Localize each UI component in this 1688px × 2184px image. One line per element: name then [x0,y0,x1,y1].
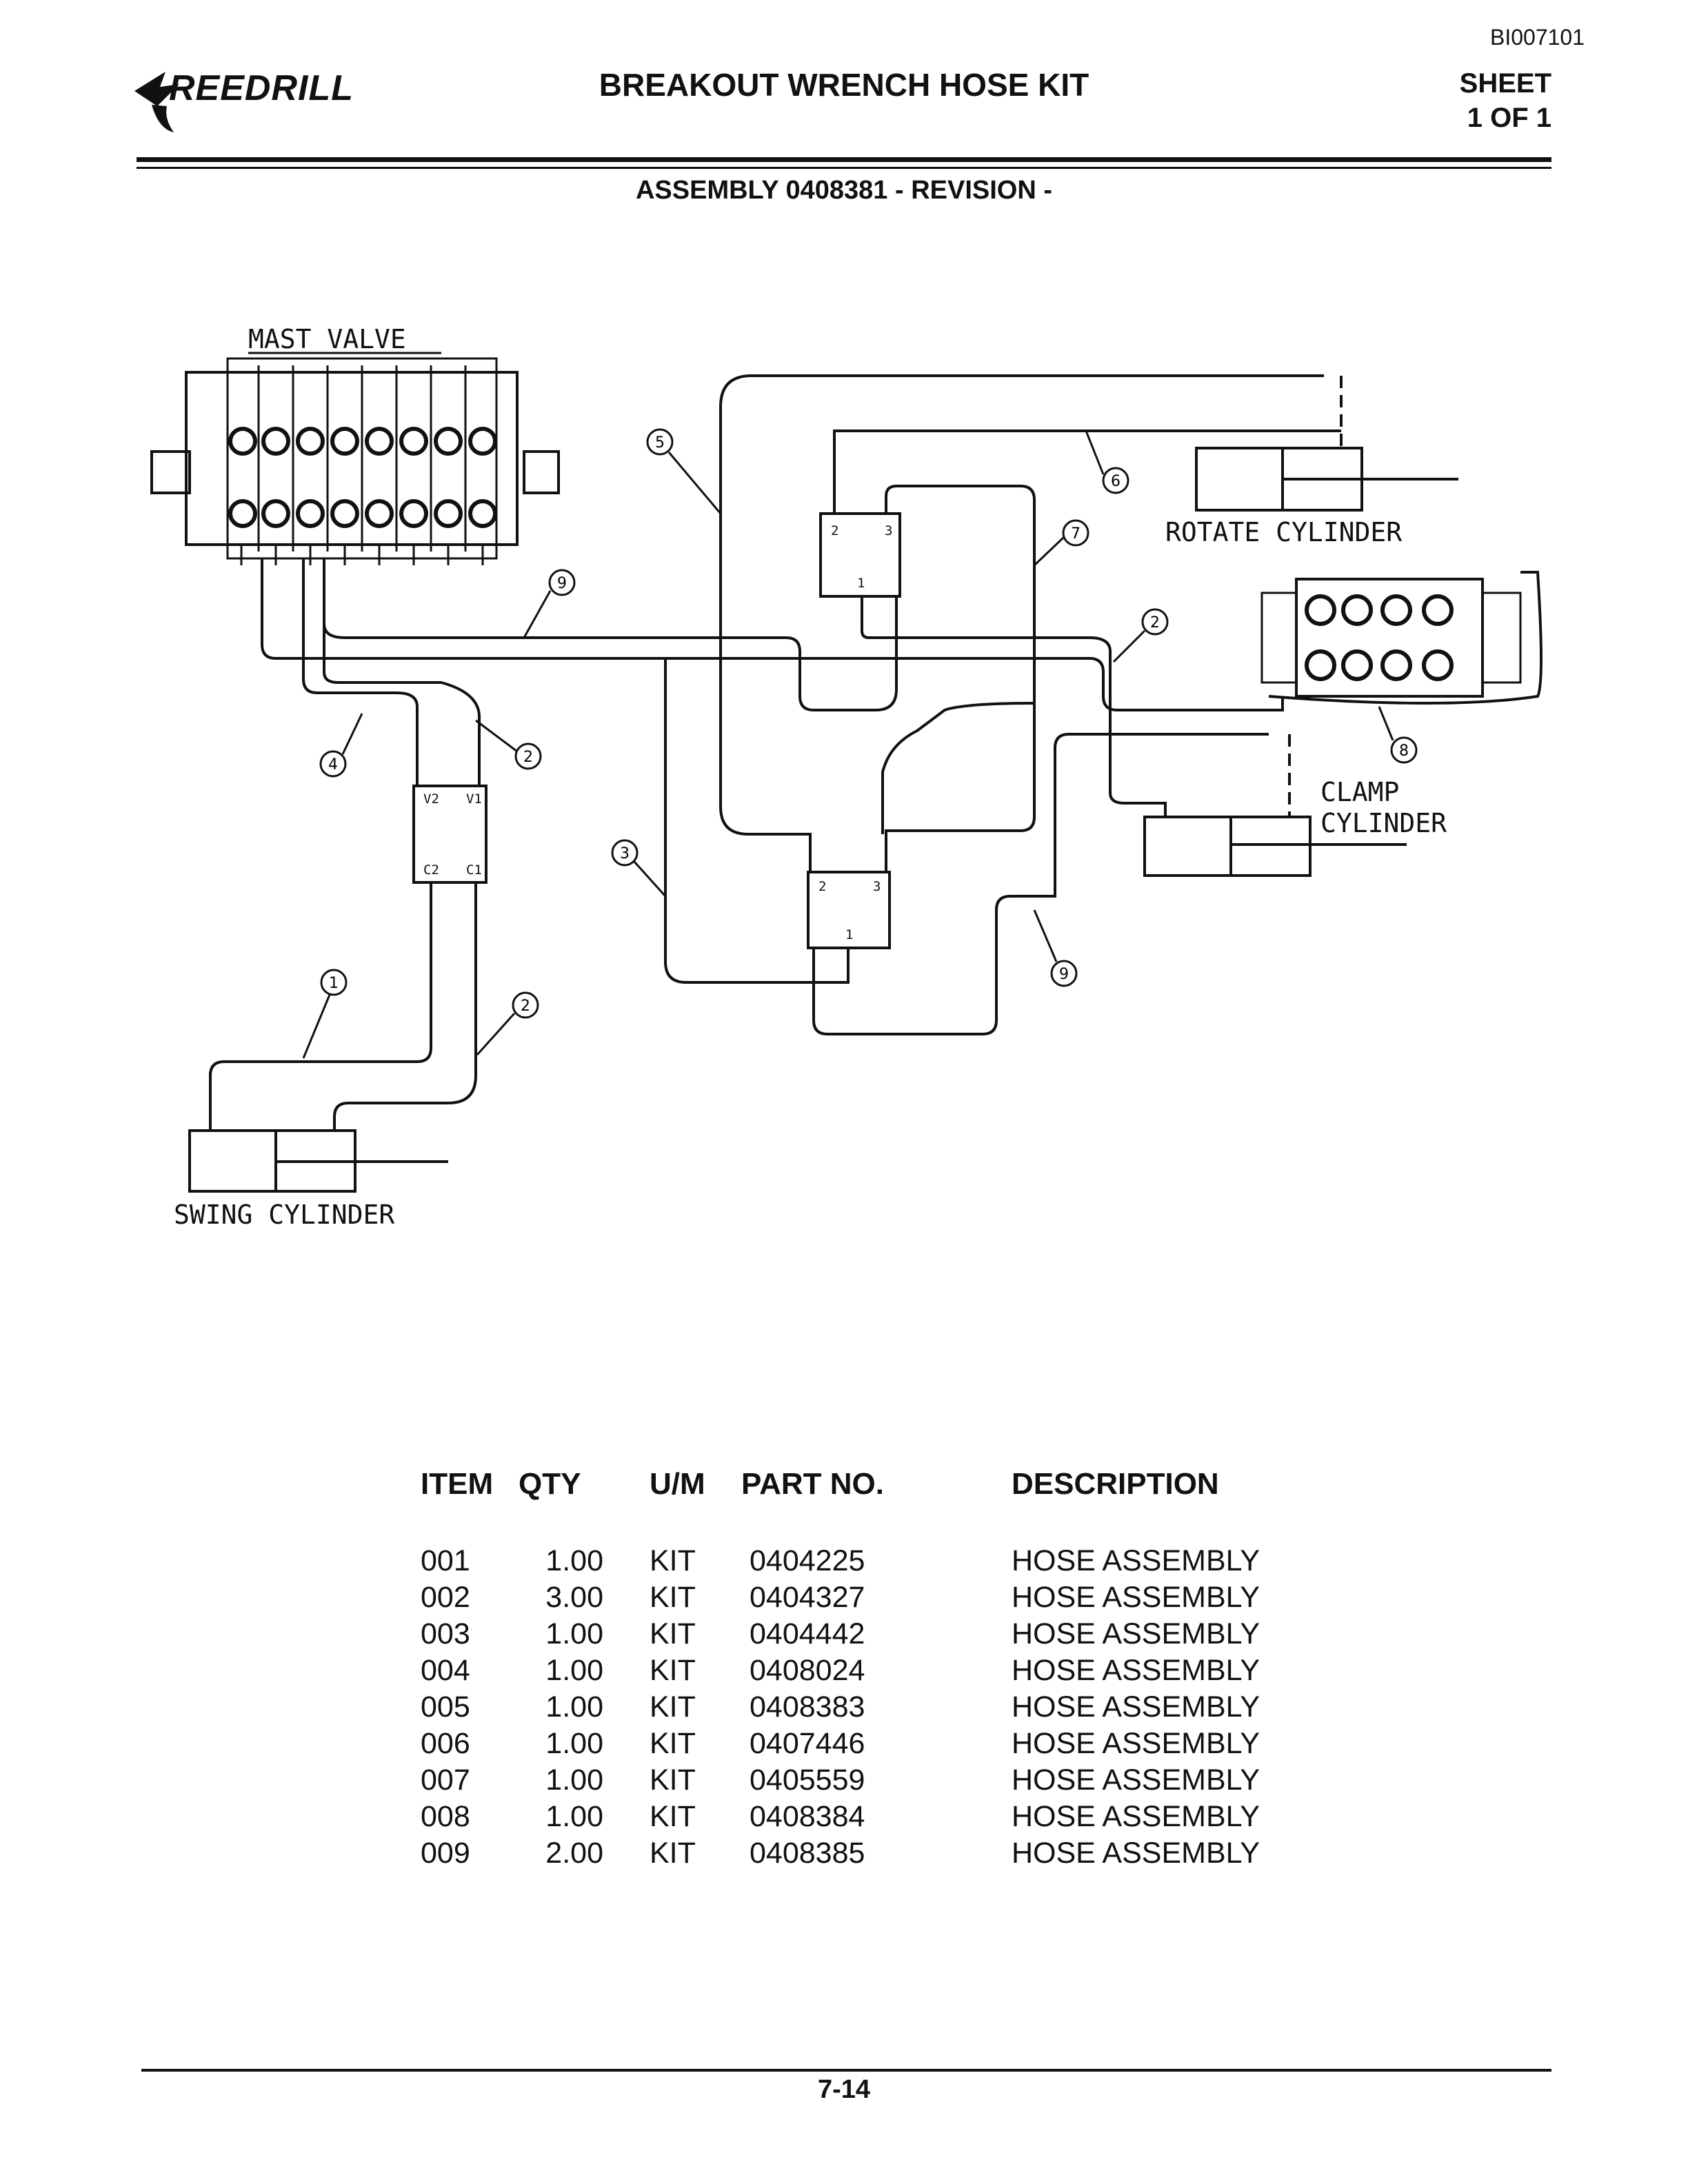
clamp-cylinder-label-1: CLAMP [1320,777,1399,807]
svg-text:3: 3 [873,879,881,894]
callouts: 1 2 2 2 3 4 5 [302,428,1418,1059]
header-description: DESCRIPTION [1012,1467,1219,1501]
svg-text:7: 7 [1071,525,1081,543]
callout-4: 4 [319,713,363,778]
counterbalance-valve: V2 V1 C2 C1 [412,785,488,884]
callout-2a: 2 [475,719,542,770]
rotate-cylinder-label: ROTATE CYLINDER [1165,517,1402,547]
port-v1: V1 [466,791,482,807]
clamp-cylinder [1143,816,1407,877]
table-row: 006 1.00 KIT 0407446 HOSE ASSEMBLY [421,1727,1260,1760]
document-code: BI007101 [1489,25,1585,50]
svg-text:8: 8 [1399,742,1409,760]
callout-6: 6 [1085,430,1129,494]
callout-1: 1 [302,969,348,1059]
parts-list: ITEM QTY U/M PART NO. DESCRIPTION 001 1.… [421,1467,1386,1873]
shuttle-valve-lower: 2 3 1 [807,871,891,949]
sheet-label: SHEET [1459,68,1551,99]
svg-text:1: 1 [845,927,853,942]
table-row: 003 1.00 KIT 0404442 HOSE ASSEMBLY [421,1617,1260,1650]
callout-9b: 9 [1033,909,1078,987]
port-c2: C2 [423,862,439,878]
header-part-no: PART NO. [741,1467,884,1501]
svg-text:2: 2 [831,523,838,538]
clamp-cylinder-label-2: CYLINDER [1320,808,1447,838]
rotate-cylinder [1195,447,1458,512]
header-qty: QTY [519,1467,581,1501]
footer-rule [141,2069,1551,2072]
brand-name: REEDRILL [169,68,354,108]
svg-text:9: 9 [557,575,567,592]
callout-2c: 2 [1112,608,1169,663]
header-item: ITEM [421,1467,494,1501]
assembly-line: ASSEMBLY 0408381 - REVISION - [635,176,1053,205]
callout-8: 8 [1378,706,1418,764]
table-row: 005 1.00 KIT 0408383 HOSE ASSEMBLY [421,1690,1260,1723]
shuttle-valve-upper: 2 3 1 [819,512,901,598]
swing-cylinder-label: SWING CYLINDER [174,1200,394,1230]
svg-text:4: 4 [328,756,338,774]
table-row: 008 1.00 KIT 0408384 HOSE ASSEMBLY [421,1800,1260,1833]
callout-5: 5 [646,428,722,514]
page-number: 7-14 [817,2075,871,2104]
svg-text:3: 3 [620,845,630,862]
svg-text:3: 3 [885,523,892,538]
table-row: 004 1.00 KIT 0408024 HOSE ASSEMBLY [421,1654,1260,1687]
svg-text:2: 2 [521,998,530,1015]
svg-text:6: 6 [1111,473,1121,490]
svg-text:9: 9 [1059,966,1069,983]
mast-valve-label: MAST VALVE [248,324,406,354]
port-c1: C1 [466,862,482,878]
callout-9a: 9 [523,569,576,638]
header-rule-thick [137,157,1551,162]
svg-text:2: 2 [818,879,826,894]
table-row: 002 3.00 KIT 0404327 HOSE ASSEMBLY [421,1581,1260,1614]
header-rule-thin [137,167,1551,169]
reedrill-logo [134,72,179,132]
callout-2b: 2 [476,991,539,1056]
svg-text:2: 2 [1150,614,1160,631]
table-row: 009 2.00 KIT 0408385 HOSE ASSEMBLY [421,1837,1260,1870]
swing-cylinder [188,1129,448,1193]
callout-3: 3 [611,839,667,898]
svg-text:5: 5 [655,434,665,452]
svg-text:2: 2 [523,749,533,766]
table-row: 007 1.00 KIT 0405559 HOSE ASSEMBLY [421,1763,1260,1797]
svg-text:1: 1 [857,576,865,591]
callout-7: 7 [1033,519,1089,567]
page-title: BREAKOUT WRENCH HOSE KIT [599,67,1089,103]
sheet-indicator: SHEET 1 OF 1 [1460,66,1551,135]
table-row: 001 1.00 KIT 0404225 HOSE ASSEMBLY [421,1544,1260,1577]
port-v2: V2 [423,791,439,807]
clamp-manifold [1260,578,1522,698]
parts-header-row: ITEM QTY U/M PART NO. DESCRIPTION [421,1467,1386,1529]
mast-valve-block [150,357,560,565]
header-um: U/M [650,1467,705,1501]
sheet-count: 1 OF 1 [1467,103,1551,133]
hose-lines [209,374,1543,1131]
svg-text:1: 1 [329,975,339,992]
hose-routing-diagram: MAST VALVE ROTATE CYLINDER CLAMP CYLINDE… [150,324,1543,1230]
